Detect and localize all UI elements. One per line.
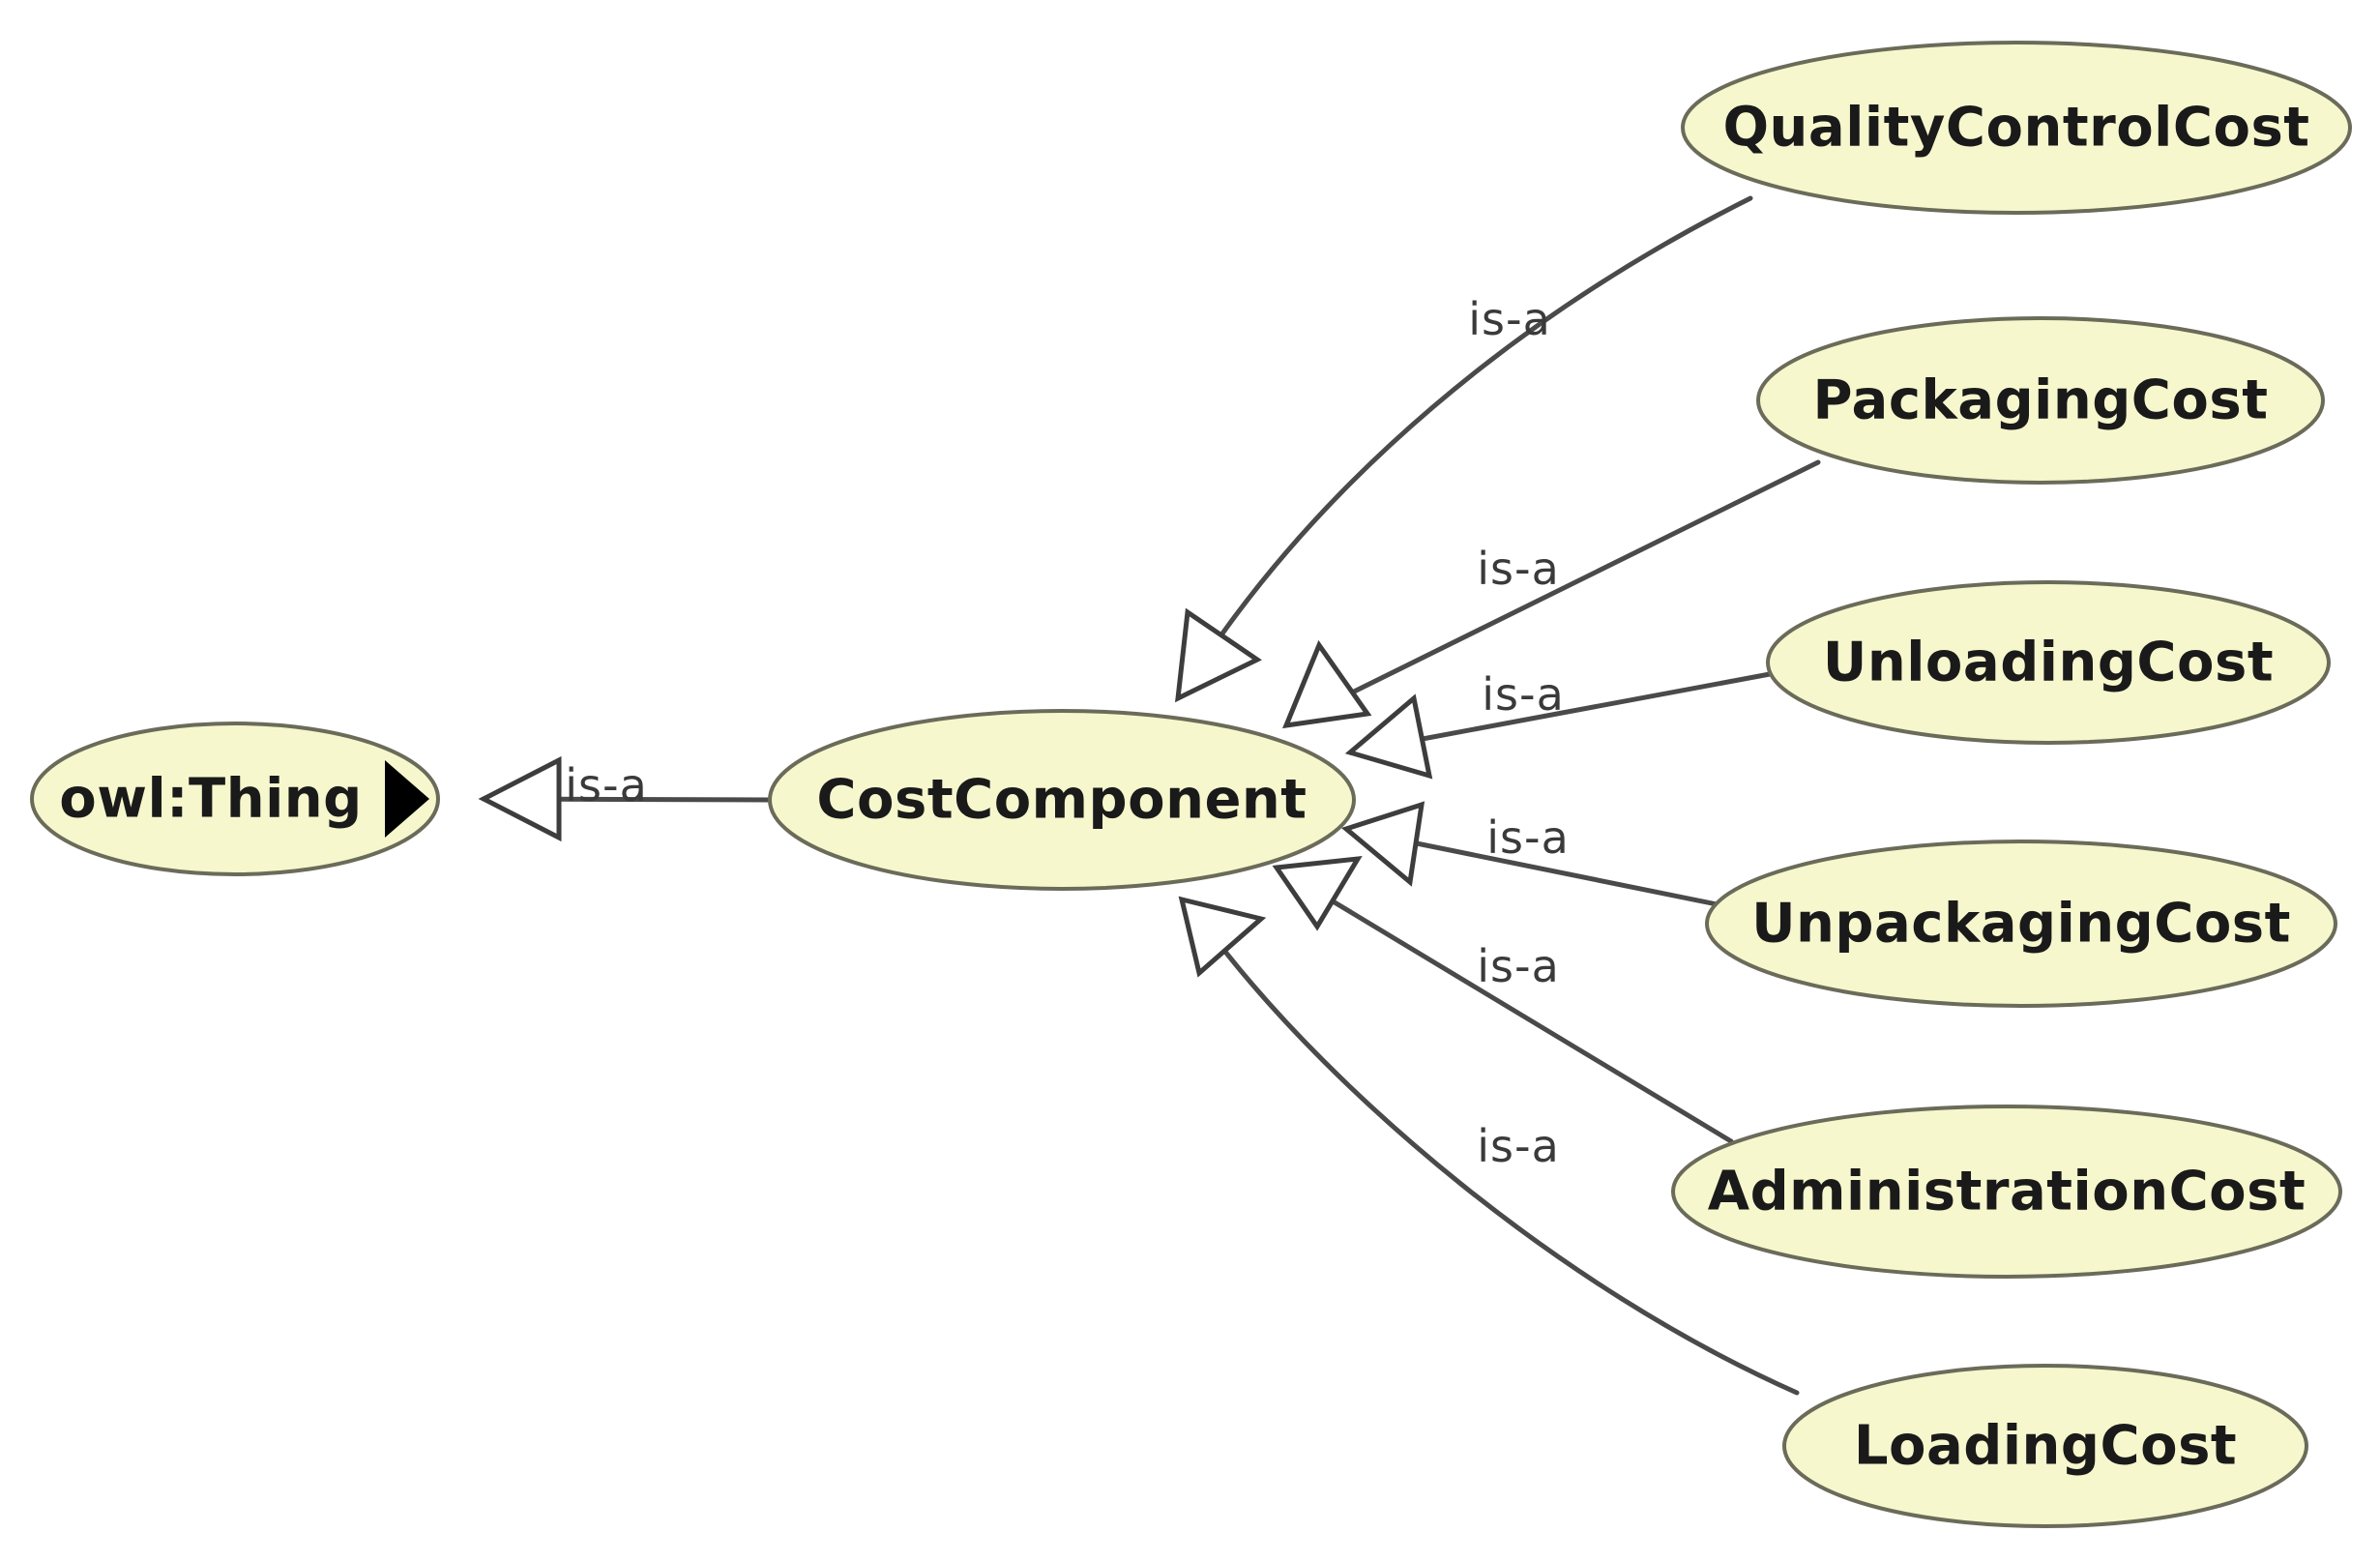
node-ellipse xyxy=(1705,840,2337,1008)
node-ellipse xyxy=(1756,316,2325,485)
edge-label-is-a: is-a xyxy=(565,759,648,811)
node-packaging-cost[interactable]: PackagingCost xyxy=(1756,316,2325,485)
node-cost-component[interactable]: CostComponent xyxy=(768,709,1356,891)
edge-line xyxy=(1409,671,1773,744)
node-label: UnloadingCost xyxy=(1823,632,2274,694)
edge-costcomponent-owlthing[interactable]: is-a xyxy=(478,755,773,842)
node-quality-control-cost[interactable]: QualityControlCost xyxy=(1681,41,2352,215)
node-ellipse xyxy=(1681,41,2352,215)
node-loading-cost[interactable]: LoadingCost xyxy=(1782,1364,2308,1528)
generalization-arrowhead xyxy=(1340,801,1425,887)
generalization-arrowhead xyxy=(1272,855,1363,931)
node-administration-cost[interactable]: AdministrationCost xyxy=(1671,1105,2342,1279)
edge-line xyxy=(1206,195,1753,656)
edge-packagingcost-costcomponent[interactable]: is-a xyxy=(1282,459,1821,729)
edge-label-is-a: is-a xyxy=(1482,668,1565,721)
expand-triangle-icon[interactable] xyxy=(385,760,429,838)
node-ellipse xyxy=(30,722,440,876)
edge-line xyxy=(1216,940,1800,1396)
node-label: PackagingCost xyxy=(1813,369,2269,432)
node-ellipse xyxy=(1671,1105,2342,1279)
edge-loadingcost-costcomponent[interactable]: is-a xyxy=(1178,896,1800,1396)
node-label: CostComponent xyxy=(816,769,1307,832)
generalization-arrowhead xyxy=(478,755,562,842)
edge-label-is-a: is-a xyxy=(1477,1120,1560,1172)
edge-label-is-a: is-a xyxy=(1477,543,1560,595)
generalization-arrowhead xyxy=(1178,896,1267,978)
generalization-arrowhead xyxy=(1282,639,1372,729)
node-ellipse xyxy=(768,709,1356,891)
edge-label-is-a: is-a xyxy=(1468,293,1551,345)
edge-unpackagingcost-costcomponent[interactable]: is-a xyxy=(1340,801,1744,912)
node-owl-thing[interactable]: owl:Thing xyxy=(30,722,440,876)
node-unloading-cost[interactable]: UnloadingCost xyxy=(1766,580,2331,745)
node-ellipse xyxy=(1782,1364,2308,1528)
node-ellipse xyxy=(1766,580,2331,745)
node-label: owl:Thing xyxy=(59,768,363,831)
edge-qualitycontrolcost-costcomponent[interactable]: is-a xyxy=(1175,195,1753,703)
edge-line xyxy=(1341,459,1821,699)
node-label: AdministrationCost xyxy=(1708,1161,2307,1223)
edge-unloadingcost-costcomponent[interactable]: is-a xyxy=(1344,668,1773,780)
edge-line xyxy=(1404,839,1744,912)
edge-label-is-a: is-a xyxy=(1477,940,1560,992)
node-label: LoadingCost xyxy=(1854,1415,2237,1478)
edge-line xyxy=(1327,897,1734,1144)
node-unpackaging-cost[interactable]: UnpackagingCost xyxy=(1705,840,2337,1008)
generalization-arrowhead xyxy=(1344,693,1433,780)
edge-label-is-a: is-a xyxy=(1486,811,1570,864)
node-label: QualityControlCost xyxy=(1722,97,2309,160)
node-label: UnpackagingCost xyxy=(1751,893,2291,956)
edge-administrationcost-costcomponent[interactable]: is-a xyxy=(1272,855,1734,1144)
generalization-arrowhead xyxy=(1175,607,1262,703)
